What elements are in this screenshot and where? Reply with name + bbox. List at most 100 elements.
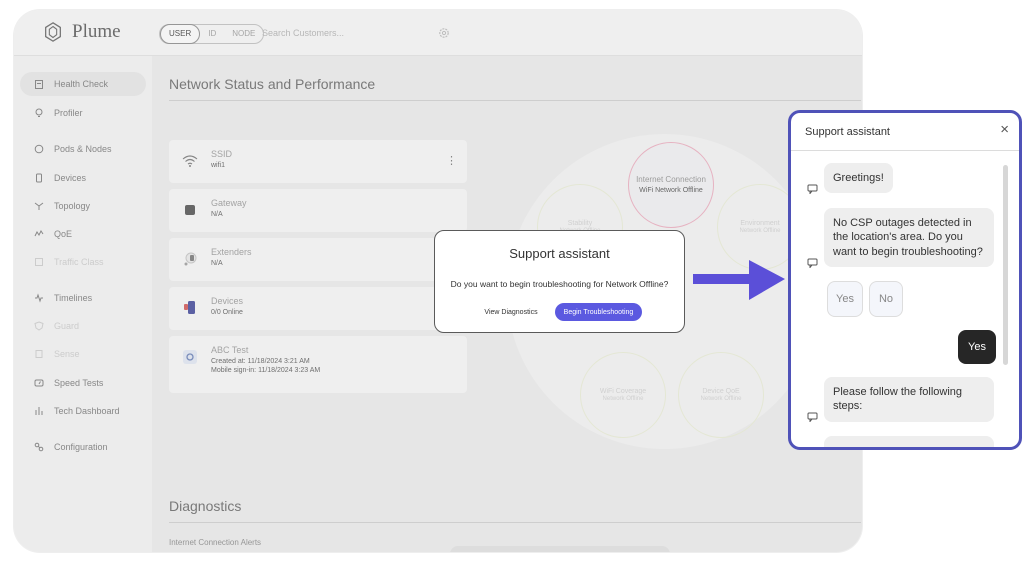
brand-name: Plume [72, 21, 121, 42]
metric-status: Network Offline [739, 227, 781, 234]
sidebar-item-health-check[interactable]: Health Check [20, 72, 146, 96]
sidebar-item-qoe[interactable]: QoE [20, 222, 146, 246]
devices-icon [184, 301, 195, 314]
panel-title: Support assistant [805, 126, 890, 138]
option-no-button[interactable]: No [869, 281, 903, 317]
card-subtitle: wifi1 [211, 162, 226, 169]
user-reply: Yes [958, 330, 996, 364]
chat-icon [807, 184, 818, 194]
metric-title: WiFi Coverage [599, 387, 647, 395]
sidebar-item-timelines[interactable]: Timelines [20, 286, 146, 310]
plume-logo-icon [45, 22, 61, 42]
sense-icon [35, 350, 43, 358]
home-icon [183, 350, 197, 364]
location-card[interactable]: ABC Test Created at: 11/18/2024 3:21 AM … [169, 336, 467, 393]
sidebar-item-pods-nodes[interactable]: Pods & Nodes [20, 137, 146, 161]
option-yes-button[interactable]: Yes [827, 281, 863, 317]
sidebar-item-label: Pods & Nodes [54, 144, 112, 154]
card-subtitle: 0/0 Online [211, 309, 243, 316]
bottom-panel-tab [450, 546, 670, 552]
topology-icon [34, 202, 44, 210]
device-icon [36, 173, 42, 183]
sidebar-item-label: Speed Tests [54, 378, 104, 388]
devices-card[interactable]: Devices 0/0 Online [169, 287, 467, 330]
metric-title: Device QoE [702, 387, 740, 395]
brand-logo[interactable]: Plume [42, 21, 121, 43]
sidebar: Health Check Profiler Pods & Nodes Devic… [14, 56, 152, 552]
sidebar-item-label: Health Check [54, 79, 109, 89]
gateway-card[interactable]: Gateway N/A [169, 189, 467, 232]
dashboard-icon [35, 407, 43, 415]
mode-node-tab[interactable]: NODE [232, 29, 256, 38]
sidebar-item-label: Configuration [54, 442, 108, 452]
view-diagnostics-button[interactable]: View Diagnostics [479, 303, 543, 321]
ssid-card[interactable]: SSID wifi1 ⋮ [169, 140, 467, 183]
top-bar: Plume USER ID NODE Search Customers... [14, 10, 862, 56]
metric-status: WiFi Network Offline [639, 186, 703, 194]
close-icon[interactable]: × [1000, 121, 1009, 138]
scrollbar[interactable] [1003, 165, 1008, 365]
config-icon [34, 442, 44, 452]
gear-icon[interactable] [438, 27, 450, 39]
arrow-right-icon [693, 260, 785, 300]
chat-icon [807, 412, 818, 422]
mode-user-tab[interactable]: USER [160, 24, 201, 44]
metric-title: Environment [740, 219, 780, 227]
card-title: Gateway [211, 198, 247, 208]
gateway-icon [185, 205, 195, 215]
card-title: Devices [211, 296, 244, 306]
chat-message: Please follow the following steps: [824, 377, 994, 422]
sidebar-item-tech-dashboard[interactable]: Tech Dashboard [20, 399, 146, 423]
sidebar-item-label: Guard [54, 321, 80, 331]
traffic-icon [35, 258, 43, 266]
mobile-signin-text: Mobile sign-in: 11/18/2024 3:23 AM [211, 367, 321, 374]
support-assistant-dialog: Support assistant Do you want to begin t… [434, 230, 685, 333]
chat-message-partial [824, 436, 994, 447]
sidebar-item-label: Timelines [54, 293, 93, 303]
sidebar-item-label: Profiler [54, 108, 83, 118]
sidebar-item-traffic-class[interactable]: Traffic Class [20, 250, 146, 274]
dialog-title: Support assistant [509, 246, 610, 261]
bulb-icon [35, 108, 43, 117]
sidebar-item-profiler[interactable]: Profiler [20, 101, 146, 125]
customer-search-input[interactable]: Search Customers... [262, 28, 345, 38]
card-subtitle: N/A [211, 260, 223, 267]
card-title: ABC Test [211, 345, 249, 355]
wifi-coverage-metric[interactable]: WiFi Coverage Network Offline [580, 352, 666, 438]
sidebar-item-label: QoE [54, 229, 73, 239]
more-options-icon[interactable]: ⋮ [446, 155, 457, 167]
diagnostics-subtitle: Internet Connection Alerts [169, 538, 262, 547]
device-qoe-metric[interactable]: Device QoE Network Offline [678, 352, 764, 438]
sidebar-item-devices[interactable]: Devices [20, 166, 146, 190]
metric-status: Network Offline [602, 395, 644, 402]
sidebar-item-configuration[interactable]: Configuration [20, 435, 146, 459]
extenders-card[interactable]: Extenders N/A [169, 238, 467, 281]
support-assistant-panel: Support assistant × Greetings! No CSP ou… [788, 110, 1022, 450]
sidebar-item-label: Devices [54, 173, 87, 183]
metric-title: Stability [567, 219, 593, 227]
begin-troubleshooting-button[interactable]: Begin Troubleshooting [555, 303, 642, 321]
wifi-icon [182, 155, 198, 167]
divider [169, 522, 861, 523]
chat-message: No CSP outages detected in the location'… [824, 208, 994, 267]
sidebar-item-topology[interactable]: Topology [20, 194, 146, 218]
sidebar-item-speed-tests[interactable]: Speed Tests [20, 371, 146, 395]
created-at-text: Created at: 11/18/2024 3:21 AM [211, 358, 310, 365]
page-title: Network Status and Performance [169, 76, 376, 92]
timeline-icon [35, 293, 43, 303]
speedometer-icon [34, 379, 44, 387]
diagnostics-title: Diagnostics [169, 498, 242, 514]
panel-header: Support assistant × [791, 113, 1019, 151]
sidebar-item-sense[interactable]: Sense [20, 342, 146, 366]
sidebar-item-label: Topology [54, 201, 91, 211]
chat-icon [807, 258, 818, 268]
mode-id-tab[interactable]: ID [208, 29, 217, 38]
dialog-question: Do you want to begin troubleshooting for… [450, 279, 669, 289]
mode-switch: USER ID NODE [159, 24, 265, 44]
metric-title: Internet Connection [636, 175, 706, 185]
internet-connection-metric[interactable]: Internet Connection WiFi Network Offline [628, 142, 714, 228]
sidebar-item-label: Traffic Class [54, 257, 104, 267]
sidebar-item-guard[interactable]: Guard [20, 314, 146, 338]
extender-icon [184, 252, 197, 266]
chat-message: Greetings! [824, 163, 893, 194]
